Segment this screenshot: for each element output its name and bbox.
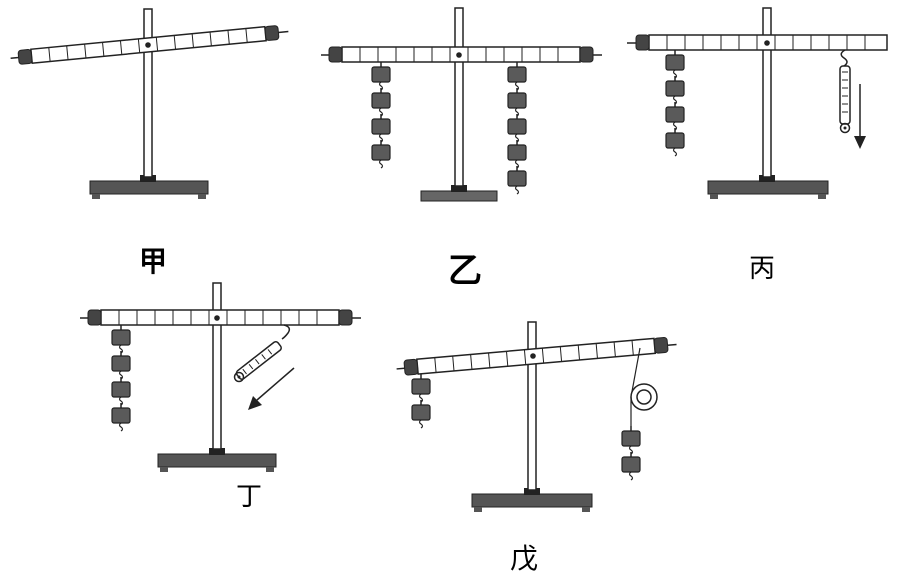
pivot — [764, 40, 770, 46]
pivot — [530, 353, 536, 359]
pivot — [456, 52, 462, 58]
pulley — [630, 347, 658, 426]
stand-base — [157, 448, 277, 472]
stand-pole — [527, 321, 537, 491]
stand-base — [89, 175, 209, 199]
setup-bing — [627, 7, 888, 199]
force-arrow-down — [854, 84, 866, 149]
lever-bar — [80, 309, 361, 326]
label-jia: 甲 — [139, 245, 168, 278]
stand-pole — [762, 7, 772, 178]
stand-pole — [143, 8, 153, 178]
weights-left — [665, 49, 685, 157]
table-base — [420, 190, 498, 202]
lever-bar — [396, 337, 677, 376]
spring-scale — [233, 324, 291, 383]
label-yi: 乙 — [448, 251, 482, 291]
label-wu: 戊 — [510, 542, 539, 575]
stand-pole — [454, 7, 464, 187]
weights-left — [411, 373, 431, 429]
force-arrow-diagonal — [248, 367, 295, 410]
setup-yi — [321, 7, 602, 202]
lever-bar — [627, 34, 888, 51]
stand-pole — [212, 282, 222, 450]
setup-jia — [10, 8, 289, 199]
weights-left — [111, 324, 131, 432]
setup-ding — [80, 282, 361, 472]
weights-left — [371, 61, 391, 169]
pivot — [145, 42, 151, 48]
pivot — [214, 315, 220, 321]
label-bing: 丙 — [749, 254, 776, 284]
setup-wu — [396, 321, 677, 512]
weights-right — [621, 425, 641, 481]
label-ding: 丁 — [236, 482, 263, 512]
weights-right — [507, 61, 527, 195]
spring-scale — [839, 49, 851, 134]
stand-base — [471, 488, 593, 512]
stand-base — [707, 175, 829, 199]
